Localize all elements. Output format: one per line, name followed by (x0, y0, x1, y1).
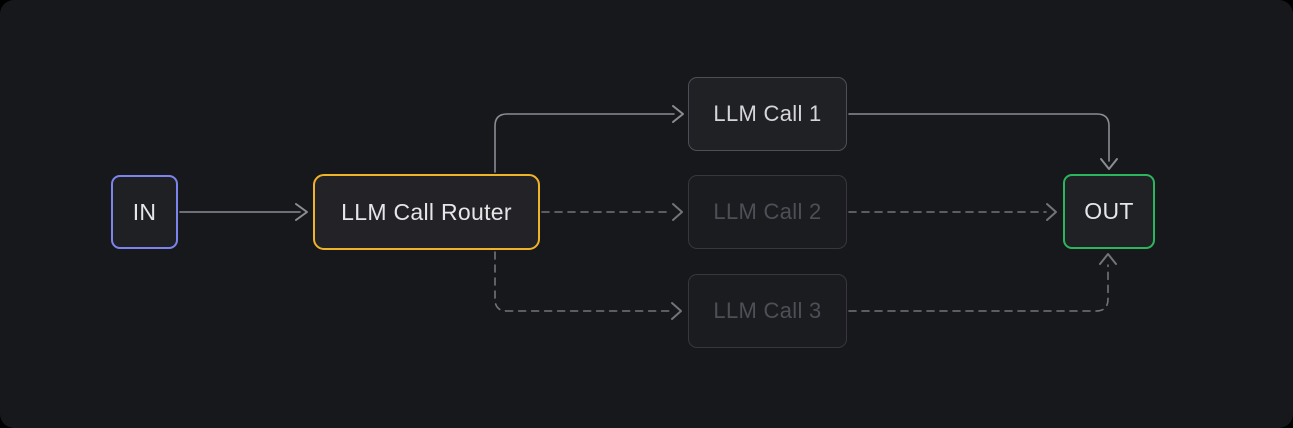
node-llm-call-router-label: LLM Call Router (341, 198, 512, 225)
edge-call1-to-out-arrowhead-icon (1100, 158, 1118, 170)
node-out[interactable]: OUT (1063, 174, 1155, 249)
edge-call3-to-out-arrowhead-icon (1099, 253, 1117, 265)
node-llm-call-3-label: LLM Call 3 (713, 298, 822, 323)
edge-call2-to-out-arrowhead-icon (1046, 203, 1057, 221)
node-llm-call-1[interactable]: LLM Call 1 (688, 77, 847, 151)
node-llm-call-1-label: LLM Call 1 (713, 101, 822, 126)
node-llm-call-router[interactable]: LLM Call Router (313, 174, 540, 250)
edge-call1-to-out (848, 113, 1110, 162)
node-llm-call-3[interactable]: LLM Call 3 (688, 274, 847, 348)
edge-router-to-call1-arrowhead-icon (672, 105, 684, 123)
edge-router-to-call3 (494, 251, 672, 312)
edge-router-to-call2-arrowhead-icon (672, 203, 683, 221)
edge-router-to-call1 (494, 113, 675, 173)
node-in[interactable]: IN (111, 175, 178, 249)
node-llm-call-2[interactable]: LLM Call 2 (688, 175, 847, 249)
edge-router-to-call3-arrowhead-icon (671, 302, 682, 320)
edge-in-to-router-arrowhead-icon (295, 203, 308, 221)
node-out-label: OUT (1084, 198, 1134, 224)
edge-call3-to-out (848, 264, 1109, 312)
node-in-label: IN (132, 198, 157, 225)
node-llm-call-2-label: LLM Call 2 (713, 199, 822, 224)
